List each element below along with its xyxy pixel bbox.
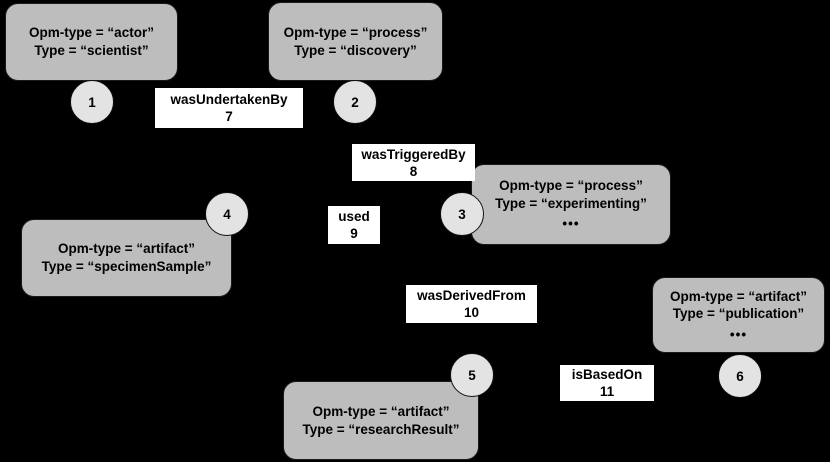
edge-3-relation: used bbox=[338, 209, 370, 224]
node-1-type: Type = “scientist” bbox=[34, 43, 149, 58]
edge-5-relation: isBasedOn bbox=[571, 367, 643, 382]
node-circle-3[interactable]: 3 bbox=[440, 192, 484, 236]
node-box-1: Opm-type = “actor” Type = “scientist” bbox=[5, 3, 178, 81]
node-6-ellipsis: ••• bbox=[729, 326, 748, 342]
node-4-type: Type = “specimenSample” bbox=[41, 259, 212, 274]
edge-4-relation: wasDerivedFrom bbox=[417, 288, 526, 303]
node-box-6: Opm-type = “artifact” Type = “publicatio… bbox=[652, 277, 825, 353]
node-3-type: Type = “experimenting” bbox=[495, 195, 647, 211]
edge-label-wasderivedfrom: wasDerivedFrom 10 bbox=[406, 285, 537, 323]
node-2-type: Type = “discovery” bbox=[294, 42, 417, 58]
node-5-type: Type = “researchResult” bbox=[302, 421, 460, 437]
node-3-ellipsis: ••• bbox=[562, 216, 580, 232]
node-4-id: 4 bbox=[223, 206, 231, 222]
edge-3-number: 9 bbox=[350, 226, 358, 241]
node-2-id: 2 bbox=[351, 94, 359, 110]
node-circle-6[interactable]: 6 bbox=[718, 354, 762, 398]
node-circle-2[interactable]: 2 bbox=[333, 80, 377, 124]
edge-4-number: 10 bbox=[463, 305, 480, 320]
edge-label-used: used 9 bbox=[328, 206, 380, 244]
edge-2-relation: wasTriggeredBy bbox=[361, 146, 466, 162]
node-1-opm-type: Opm-type = “actor” bbox=[29, 25, 154, 41]
edge-label-wastriggeredby: wasTriggeredBy 8 bbox=[352, 144, 475, 181]
node-1-id: 1 bbox=[88, 94, 96, 110]
node-box-2: Opm-type = “process” Type = “discovery” bbox=[268, 2, 443, 81]
node-6-id: 6 bbox=[736, 368, 744, 384]
node-box-3: Opm-type = “process” Type = “experimenti… bbox=[471, 164, 671, 245]
node-3-id: 3 bbox=[458, 206, 466, 222]
edge-label-isbasedon: isBasedOn 11 bbox=[560, 365, 654, 401]
node-5-id: 5 bbox=[468, 367, 476, 383]
node-circle-4[interactable]: 4 bbox=[205, 192, 249, 236]
node-circle-1[interactable]: 1 bbox=[70, 80, 114, 124]
node-circle-5[interactable]: 5 bbox=[450, 353, 494, 397]
edge-1-relation: wasUndertakenBy bbox=[170, 92, 288, 107]
edge-1-number: 7 bbox=[225, 109, 233, 124]
node-4-opm-type: Opm-type = “artifact” bbox=[58, 241, 195, 257]
node-2-opm-type: Opm-type = “process” bbox=[283, 24, 428, 40]
node-box-4: Opm-type = “artifact” Type = “specimenSa… bbox=[21, 219, 232, 297]
node-6-opm-type: Opm-type = “artifact” bbox=[670, 288, 807, 304]
node-3-opm-type: Opm-type = “process” bbox=[499, 178, 643, 194]
node-5-opm-type: Opm-type = “artifact” bbox=[312, 403, 450, 419]
node-6-type: Type = “publication” bbox=[672, 306, 805, 322]
edge-2-number: 8 bbox=[409, 163, 418, 179]
node-box-5: Opm-type = “artifact” Type = “researchRe… bbox=[283, 381, 479, 460]
edge-label-wasundertakenby: wasUndertakenBy 7 bbox=[155, 88, 303, 128]
edge-5-number: 11 bbox=[599, 384, 615, 399]
